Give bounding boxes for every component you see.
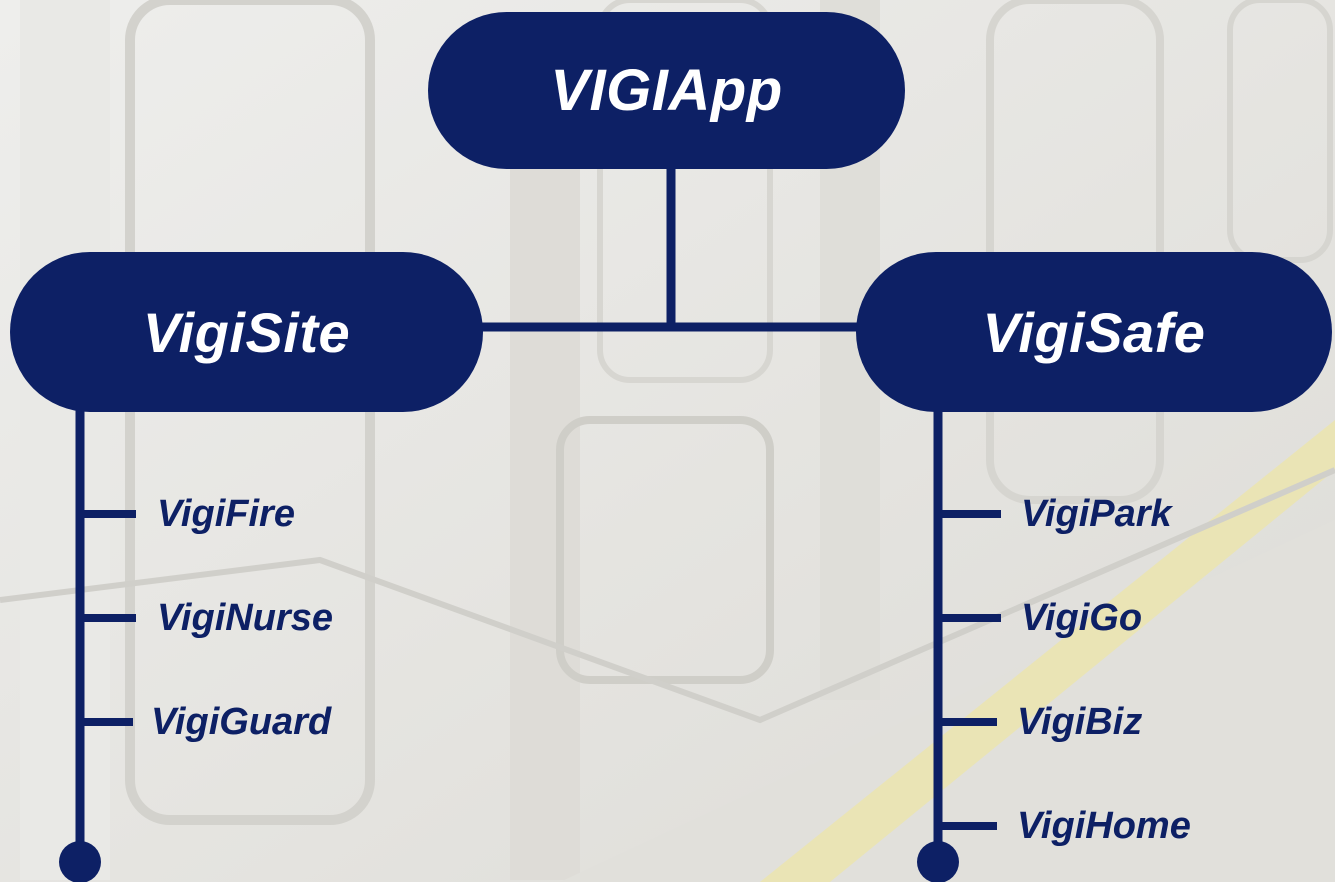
root-node-label: VIGIApp <box>550 58 783 123</box>
leaf-item-vigipark: VigiPark <box>1021 493 1172 535</box>
connector-lines <box>59 168 1001 882</box>
branch-node-vigisafe: VigiSafe <box>856 252 1332 412</box>
leaf-item-viginurse: VigiNurse <box>157 597 333 639</box>
right-spine-end-dot <box>917 841 959 882</box>
leaf-item-vigihome: VigiHome <box>1017 805 1191 847</box>
leaf-item-vigiguard: VigiGuard <box>151 701 332 743</box>
leaf-item-vigifire: VigiFire <box>157 493 295 535</box>
branch-node-vigisite: VigiSite <box>10 252 483 412</box>
leaf-item-vigibiz: VigiBiz <box>1017 701 1143 743</box>
branch-node-label: VigiSafe <box>982 300 1206 364</box>
root-node-vigiapp: VIGIApp <box>428 12 905 169</box>
left-spine-end-dot <box>59 841 101 882</box>
leaf-item-vigigo: VigiGo <box>1021 597 1143 639</box>
branch-node-label: VigiSite <box>142 300 351 364</box>
